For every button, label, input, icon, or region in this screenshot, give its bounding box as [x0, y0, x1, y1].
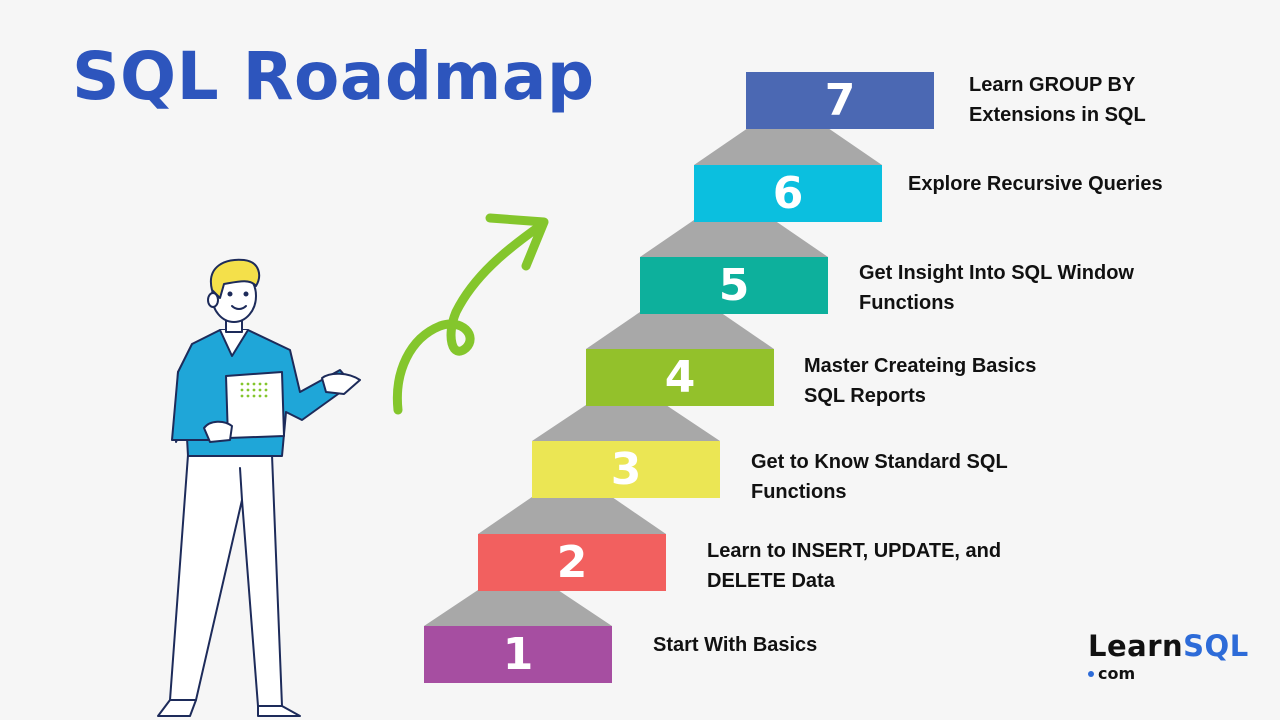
step-7: 7 [746, 72, 934, 129]
step-number: 4 [664, 352, 696, 403]
step-number: 7 [824, 75, 856, 126]
step-3: 3 [532, 441, 720, 498]
riser-5 [640, 220, 828, 257]
learnsql-logo[interactable]: LearnSQL com [1088, 632, 1249, 683]
riser-1 [424, 590, 612, 626]
riser-2 [478, 497, 666, 534]
step-4: 4 [586, 349, 774, 406]
step-number: 2 [556, 537, 588, 588]
step-label-1: Start With Basics [653, 634, 818, 656]
logo-learn-text: Learn [1088, 629, 1184, 663]
step-number: 6 [772, 168, 804, 219]
step-5: 5 [640, 257, 828, 314]
logo-domain-text: com [1098, 664, 1136, 683]
step-number: 1 [502, 629, 534, 680]
logo-sql-text: SQL [1183, 629, 1249, 663]
step-label-4: Master Createing Basics SQL Reports [804, 355, 1037, 407]
step-label-5: Get Insight Into SQL Window Functions [859, 262, 1134, 314]
step-1: 1 [424, 626, 612, 683]
step-2: 2 [478, 534, 666, 591]
step-6: 6 [694, 165, 882, 222]
step-number: 3 [610, 444, 642, 495]
logo-dot-icon [1088, 670, 1094, 677]
step-label-7: Learn GROUP BY Extensions in SQL [969, 74, 1146, 126]
step-number: 5 [718, 260, 750, 311]
riser-3 [532, 405, 720, 441]
page-title: SQL Roadmap [72, 38, 595, 115]
riser-6 [694, 128, 882, 165]
step-label-6: Explore Recursive Queries [908, 173, 1163, 195]
step-label-2: Learn to INSERT, UPDATE, and DELETE Data [707, 540, 1002, 592]
riser-4 [586, 312, 774, 349]
step-label-3: Get to Know Standard SQL Functions [751, 451, 1008, 503]
